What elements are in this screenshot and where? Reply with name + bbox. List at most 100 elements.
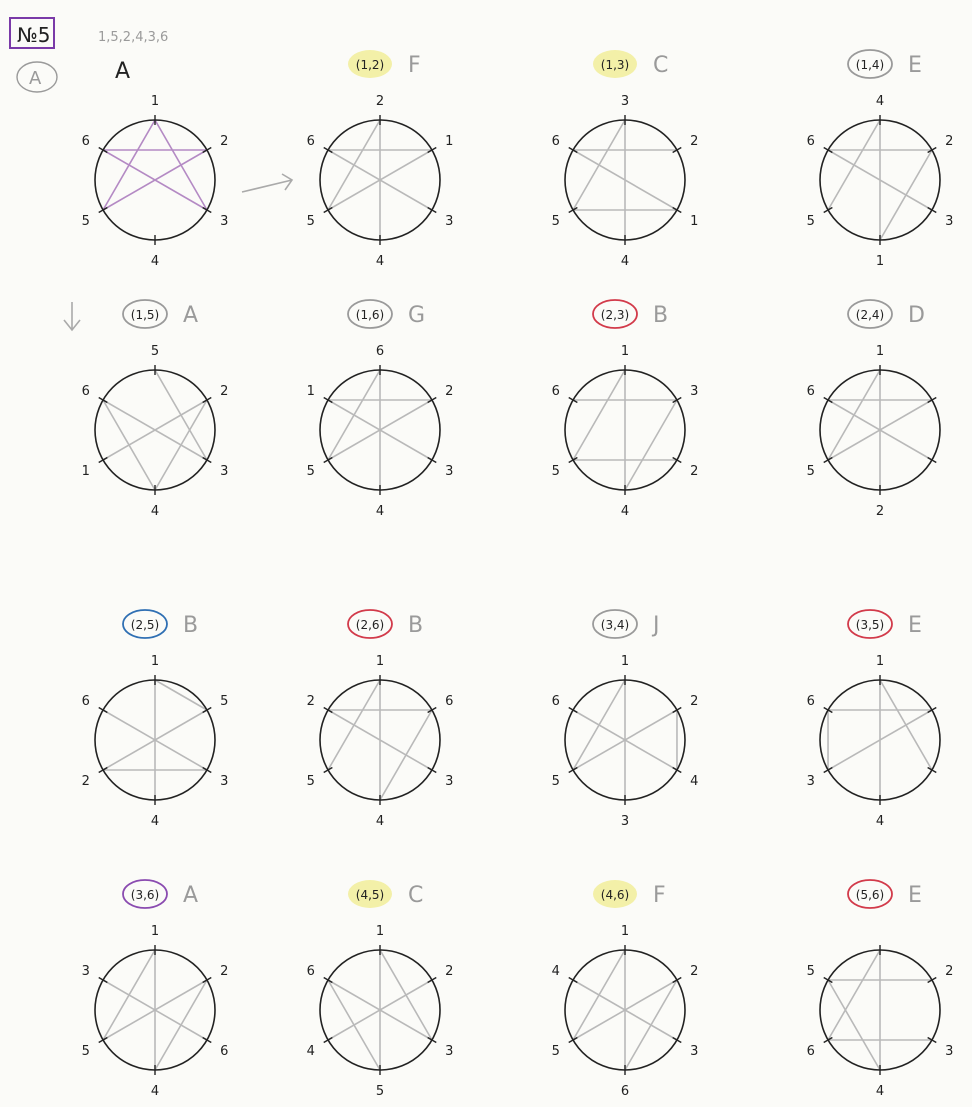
vertex-tick — [672, 706, 682, 714]
chord-line — [154, 679, 208, 711]
down-arrow-icon — [63, 302, 81, 332]
chord-line — [379, 949, 433, 1041]
vertex-label: 1 — [307, 384, 315, 399]
vertex-tick — [202, 396, 212, 404]
vertex-label: 1 — [376, 654, 384, 669]
vertex-tick — [927, 1036, 937, 1044]
pair-label: (3,5) — [856, 618, 884, 632]
vertex-label: 4 — [376, 814, 384, 829]
pair-circle — [347, 609, 393, 639]
class-letter: C — [653, 53, 668, 78]
vertex-label: 3 — [945, 214, 953, 229]
vertex-tick — [323, 206, 333, 214]
vertex-label: 5 — [552, 774, 560, 789]
vertex-tick — [427, 766, 437, 774]
chord-line — [102, 949, 156, 1041]
chord-line — [379, 709, 433, 801]
vertex-label: 5 — [307, 214, 315, 229]
class-letter: E — [908, 883, 922, 908]
chord-line — [154, 979, 208, 1071]
vertex-label: 6 — [220, 1044, 228, 1059]
chord-line — [624, 979, 678, 1071]
class-letter: B — [183, 613, 198, 638]
pair-circle — [847, 49, 893, 79]
pair-circle — [122, 299, 168, 329]
vertex-label: 4 — [376, 504, 384, 519]
vertex-tick — [568, 766, 578, 774]
vertex-tick — [427, 1036, 437, 1044]
class-letter: C — [408, 883, 423, 908]
vertex-label: 2 — [445, 384, 453, 399]
chord-line — [102, 399, 208, 461]
sequence-label: 1,5,2,4,3,6 — [98, 30, 168, 45]
pair-label: (2,4) — [856, 308, 884, 322]
vertex-tick — [202, 456, 212, 464]
pair-label: (3,6) — [131, 888, 159, 902]
vertex-label: 3 — [82, 964, 90, 979]
vertex-label: 3 — [621, 814, 629, 829]
vertex-label: 5 — [220, 694, 228, 709]
vertex-label: 5 — [552, 1044, 560, 1059]
vertex-label: 6 — [82, 134, 90, 149]
vertex-label: 6 — [552, 384, 560, 399]
chord-line — [102, 149, 208, 211]
vertex-label: 2 — [876, 504, 884, 519]
vertex-tick — [823, 1036, 833, 1044]
vertex-label: 3 — [220, 214, 228, 229]
vertex-label: 3 — [220, 464, 228, 479]
vertex-tick — [672, 976, 682, 984]
class-letter: F — [408, 53, 421, 78]
vertex-label: 4 — [376, 254, 384, 269]
class-letter: A — [183, 883, 198, 908]
chord-line — [572, 979, 678, 1041]
vertex-tick — [672, 1036, 682, 1044]
vertex-label: 1 — [151, 94, 159, 109]
vertex-tick — [672, 146, 682, 154]
vertex-label: 2 — [220, 134, 228, 149]
vertex-label: 5 — [807, 214, 815, 229]
vertex-tick — [568, 976, 578, 984]
vertex-label: 5 — [807, 964, 815, 979]
vertex-label: 2 — [690, 134, 698, 149]
circled-letter-ring — [16, 61, 58, 93]
diagram-grid: 123456A213456(1,2)F321456(1,3)C423156(1,… — [82, 49, 953, 1099]
vertex-label: 1 — [621, 654, 629, 669]
vertex-tick — [927, 976, 937, 984]
pair-label: (4,5) — [356, 888, 384, 902]
pair-label: (5,6) — [856, 888, 884, 902]
vertex-label: 1 — [151, 654, 159, 669]
vertex-tick — [427, 706, 437, 714]
vertex-tick — [927, 146, 937, 154]
vertex-tick — [568, 456, 578, 464]
vertex-label: 4 — [151, 504, 159, 519]
vertex-tick — [568, 146, 578, 154]
chord-line — [327, 979, 433, 1041]
pair-label: (2,3) — [601, 308, 629, 322]
vertex-tick — [98, 396, 108, 404]
vertex-tick — [672, 396, 682, 404]
pair-label: (1,5) — [131, 308, 159, 322]
class-letter: J — [651, 613, 660, 638]
chord-line — [572, 709, 678, 771]
vertex-label: 4 — [876, 1084, 884, 1099]
vertex-tick — [672, 206, 682, 214]
vertex-label: 3 — [945, 1044, 953, 1059]
chord-line — [572, 369, 626, 461]
right-arrow-icon — [241, 173, 294, 193]
chord-line — [102, 399, 156, 491]
pair-circle — [847, 879, 893, 909]
vertex-tick — [927, 456, 937, 464]
vertex-label: 6 — [307, 964, 315, 979]
vertex-label: 4 — [621, 254, 629, 269]
chord-line — [624, 399, 678, 491]
pair-circle — [592, 299, 638, 329]
pair-label: (1,3) — [601, 58, 629, 72]
vertex-label: 3 — [445, 464, 453, 479]
vertex-tick — [568, 706, 578, 714]
